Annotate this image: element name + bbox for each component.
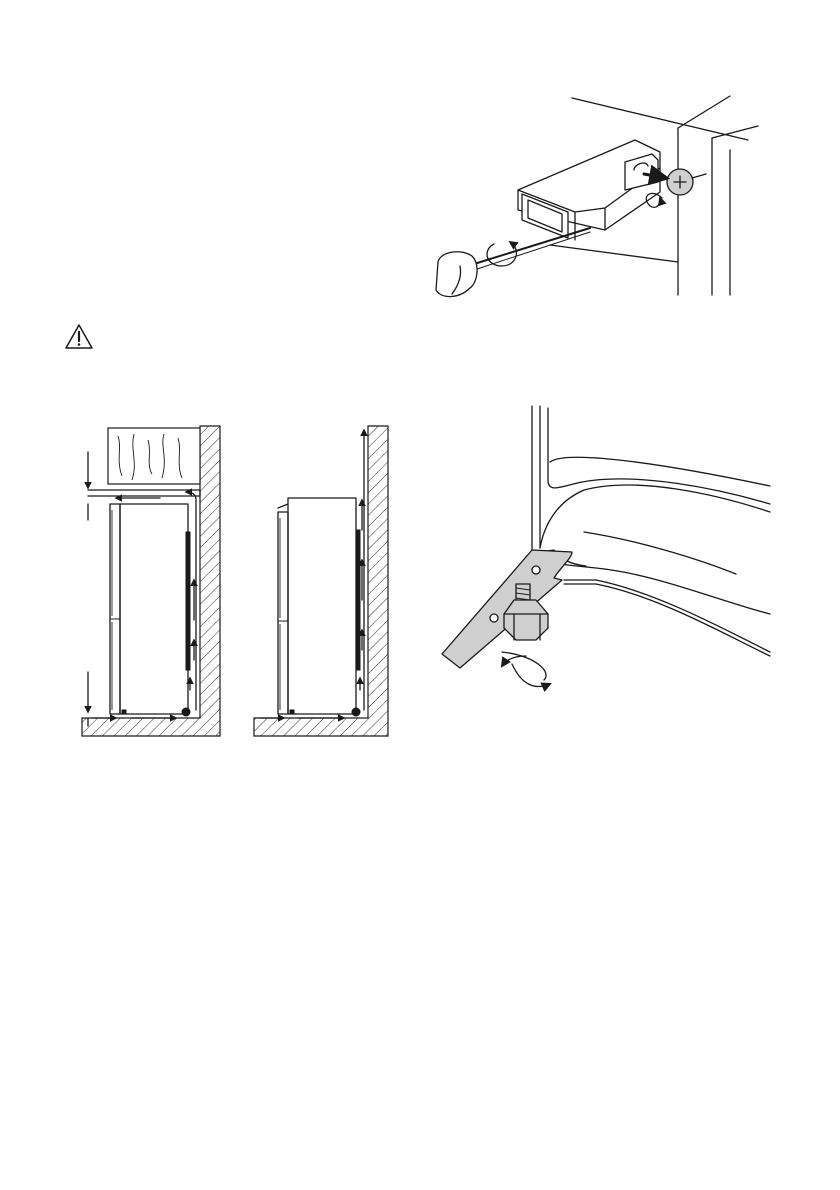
warning-triangle-icon bbox=[64, 323, 94, 351]
ventilation-diagrams bbox=[76, 400, 396, 745]
nut-icon bbox=[504, 600, 548, 640]
ventilation-freestanding bbox=[254, 426, 388, 736]
screwdriver-icon bbox=[436, 252, 477, 297]
adjustable-foot-illustration bbox=[436, 402, 776, 700]
ventilation-built-in bbox=[82, 426, 220, 736]
handle-bracket-illustration bbox=[430, 90, 770, 305]
